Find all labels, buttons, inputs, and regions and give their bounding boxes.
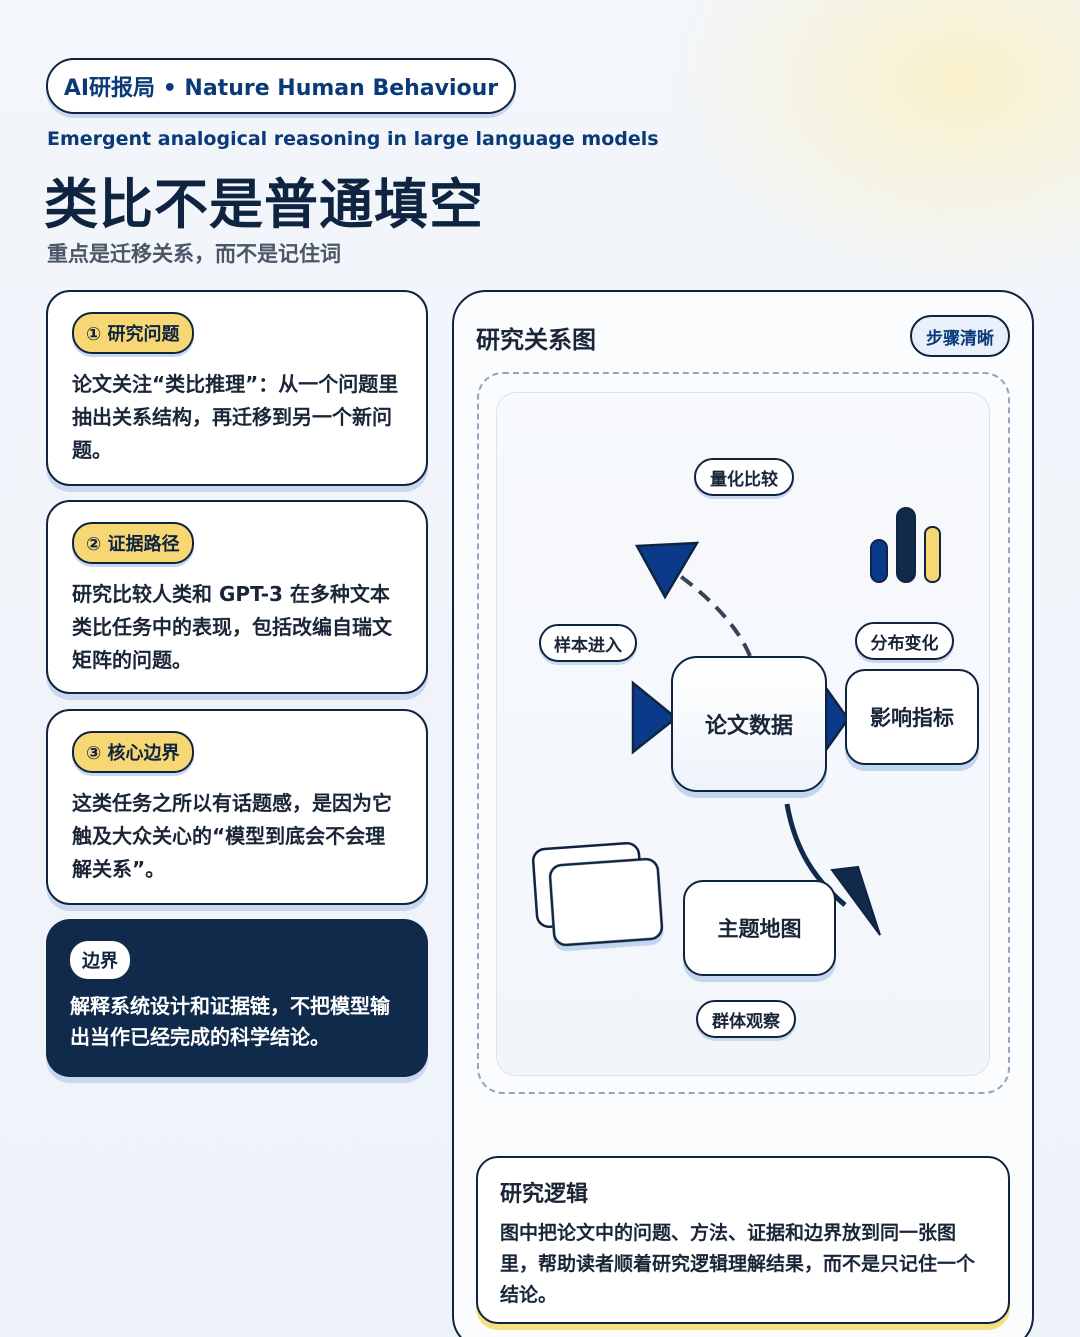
card-text: 研究比较人类和 GPT-3 在多种文本类比任务中的表现，包括改编自瑞文矩阵的问题…: [72, 582, 392, 672]
solid-arrow-head: [830, 865, 881, 936]
card-tag: ③ 核心边界: [72, 731, 194, 773]
stacked-cards-icon: [531, 841, 664, 947]
dashed-arrow-head: [634, 541, 700, 600]
paper-title-en: Emergent analogical reasoning in large l…: [47, 128, 659, 150]
left-arrow-head: [631, 680, 678, 755]
brand-pill: AI研报局 • Nature Human Behaviour: [46, 58, 516, 114]
boundary-card: 边界 解释系统设计和证据链，不把模型输出当作已经完成的科学结论。: [46, 919, 428, 1077]
node-impact-metrics: 影响指标: [845, 669, 979, 765]
card-tag: ② 证据路径: [72, 522, 194, 564]
page-title: 类比不是普通填空: [44, 173, 484, 236]
node-paper-data: 论文数据: [671, 656, 827, 792]
chip-sample-entry: 样本进入: [539, 624, 637, 662]
chip-group-observation: 群体观察: [696, 1000, 796, 1038]
chip-quantitative-comparison: 量化比较: [694, 458, 794, 496]
card-tag: ① 研究问题: [72, 312, 194, 354]
page-subtitle: 重点是迁移关系，而不是记住词: [47, 242, 341, 266]
diagram-title: 研究关系图: [476, 326, 596, 354]
logic-text: 图中把论文中的问题、方法、证据和边界放到同一张图里，帮助读者顺着研究逻辑理解结果…: [500, 1222, 976, 1306]
dashed-arrow-line: [670, 568, 752, 657]
card-text: 这类任务之所以有话题感，是因为它触及大众关心的“模型到底会不会理解关系”。: [72, 791, 392, 881]
diagram-badge: 步骤清晰: [910, 315, 1010, 357]
node-topic-map: 主题地图: [683, 880, 836, 976]
card-research-question: ① 研究问题 论文关注“类比推理”：从一个问题里抽出关系结构，再迁移到另一个新问…: [46, 290, 428, 486]
boundary-tag: 边界: [70, 941, 130, 979]
boundary-text: 解释系统设计和证据链，不把模型输出当作已经完成的科学结论。: [70, 994, 390, 1049]
bar-chart-icon: [870, 507, 941, 583]
card-evidence-path: ② 证据路径 研究比较人类和 GPT-3 在多种文本类比任务中的表现，包括改编自…: [46, 500, 428, 694]
card-text: 论文关注“类比推理”：从一个问题里抽出关系结构，再迁移到另一个新问题。: [72, 372, 399, 462]
card-core-boundary: ③ 核心边界 这类任务之所以有话题感，是因为它触及大众关心的“模型到底会不会理解…: [46, 709, 428, 905]
logic-title: 研究逻辑: [500, 1182, 589, 1207]
research-logic-card: 研究逻辑 图中把论文中的问题、方法、证据和边界放到同一张图里，帮助读者顺着研究逻…: [476, 1156, 1010, 1324]
diagram-dashed-frame: [477, 372, 1010, 1094]
chip-distribution-change: 分布变化: [855, 622, 954, 660]
